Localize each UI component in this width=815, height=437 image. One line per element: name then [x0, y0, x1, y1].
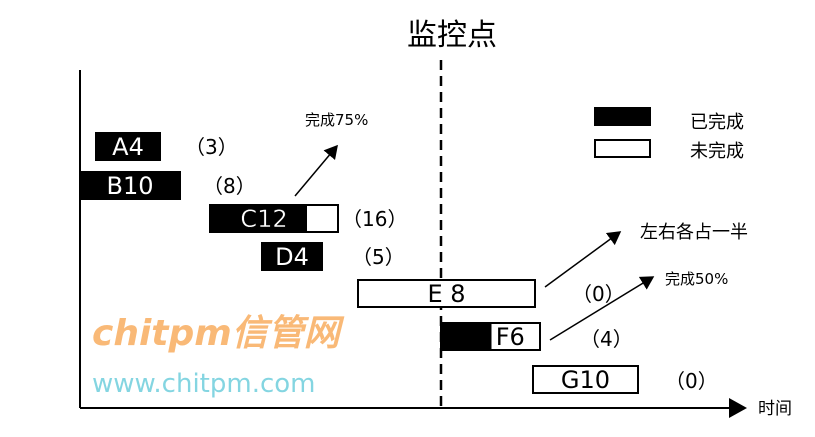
annotation-e8: 左右各占一半 [640, 222, 748, 243]
x-axis-label: 时间 [758, 399, 792, 419]
watermark-url: www.chitpm.com [92, 369, 316, 399]
legend-done-swatch [594, 107, 651, 126]
legend-undone-label: 未完成 [690, 141, 744, 162]
task-float: （5） [352, 245, 405, 269]
task-bar-done-0 [95, 132, 161, 161]
legend-undone-swatch [594, 139, 651, 158]
task-label: B10 [106, 172, 153, 200]
task-bar-done-5 [440, 322, 492, 351]
task-float: （8） [203, 174, 256, 198]
task-bar-6 [532, 365, 639, 394]
task-label: C12 [240, 205, 287, 233]
task-label: A4 [112, 133, 144, 161]
task-bar-done-3 [261, 242, 323, 271]
task-float: （4） [580, 327, 633, 351]
watermark-main: chitpm信管网 [92, 313, 345, 354]
legend-done-label: 已完成 [690, 112, 744, 133]
task-bar-done-2 [209, 204, 307, 233]
annotation-f6-arrow [549, 276, 655, 341]
task-label: E 8 [427, 280, 465, 308]
task-label: F6 [496, 323, 525, 351]
task-float: （0） [572, 282, 625, 306]
annotation-c12-arrow [294, 144, 338, 197]
task-label: G10 [561, 366, 610, 394]
task-bar-done-1 [79, 171, 181, 200]
task-float: （16） [342, 207, 407, 231]
task-label: D4 [275, 243, 309, 271]
annotation-e8-arrow [544, 231, 622, 288]
diagram-title: 监控点 [407, 18, 497, 53]
task-float: （3） [185, 135, 238, 159]
annotation-c12: 完成75% [305, 111, 368, 129]
annotation-f6: 完成50% [665, 270, 728, 288]
task-float: （0） [665, 369, 718, 393]
task-bar-4 [357, 279, 536, 308]
